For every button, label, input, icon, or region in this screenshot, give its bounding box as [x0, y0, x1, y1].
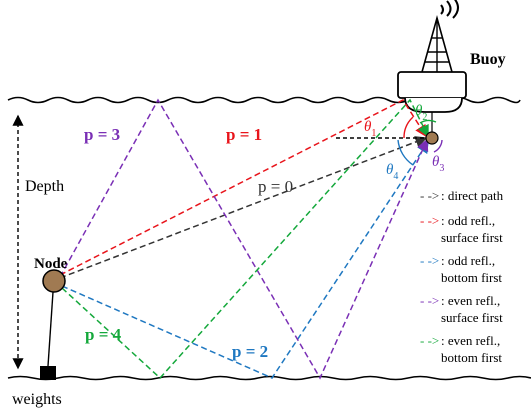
theta4-label: θ4	[386, 162, 398, 182]
legend-text-even-surface-2: surface first	[441, 310, 503, 325]
weights-label: weights	[12, 391, 62, 408]
legend-arrow-odd-surface: - ->	[420, 213, 439, 228]
label-p2: p = 2	[232, 342, 268, 361]
legend-item-direct: - -> : direct path	[420, 188, 504, 203]
legend-text-odd-surface-2: surface first	[441, 230, 503, 245]
legend: - -> : direct path - -> : odd refl., sur…	[420, 188, 504, 365]
theta2-label: θ2	[415, 103, 427, 123]
legend-text-odd-bottom-2: bottom first	[441, 270, 502, 285]
legend-arrow-even-bottom: - ->	[420, 333, 439, 348]
legend-text-even-bottom-2: bottom first	[441, 350, 502, 365]
label-p0: p = 0	[258, 177, 293, 196]
node-sphere	[42, 269, 66, 293]
legend-item-even-surface: - -> : even refl., surface first	[420, 293, 503, 325]
legend-item-even-bottom: - -> : even refl., bottom first	[420, 333, 502, 365]
legend-arrow-even-surface: - ->	[420, 293, 439, 308]
legend-item-odd-surface: - -> : odd refl., surface first	[420, 213, 503, 245]
angle-arc-theta3	[433, 139, 443, 153]
node-label: Node	[34, 256, 68, 272]
ray-p3-even-surface	[59, 98, 429, 380]
ray-p0-direct	[59, 136, 428, 279]
theta1-label: θ1	[364, 119, 376, 139]
legend-arrow-odd-bottom: - ->	[420, 253, 439, 268]
legend-text-odd-surface-1: : odd refl.,	[441, 213, 495, 228]
label-p4: p = 4	[85, 325, 122, 344]
buoy-label: Buoy	[470, 51, 506, 68]
label-p3: p = 3	[84, 125, 120, 144]
legend-text-direct: : direct path	[441, 188, 504, 203]
node-tether	[47, 291, 54, 367]
weights-block	[40, 366, 56, 380]
angle-arc-theta4	[397, 139, 414, 166]
theta3-label: θ3	[432, 154, 444, 174]
ray-p4-even-bottom	[61, 98, 429, 380]
angle-arc-theta2	[419, 119, 437, 124]
legend-text-even-bottom-1: : even refl.,	[441, 333, 500, 348]
buoy	[397, 0, 467, 133]
legend-text-odd-bottom-1: : odd refl.,	[441, 253, 495, 268]
angle-arc-theta1	[403, 116, 414, 139]
label-p1: p = 1	[226, 125, 262, 144]
ray-p2-odd-bottom	[61, 140, 429, 379]
receiver-hydrophone	[425, 131, 439, 145]
legend-item-odd-bottom: - -> : odd refl., bottom first	[420, 253, 502, 285]
legend-text-even-surface-1: : even refl.,	[441, 293, 500, 308]
sea-bottom	[7, 375, 531, 381]
legend-arrow-direct: - ->	[420, 188, 439, 203]
depth-label: Depth	[25, 178, 64, 195]
